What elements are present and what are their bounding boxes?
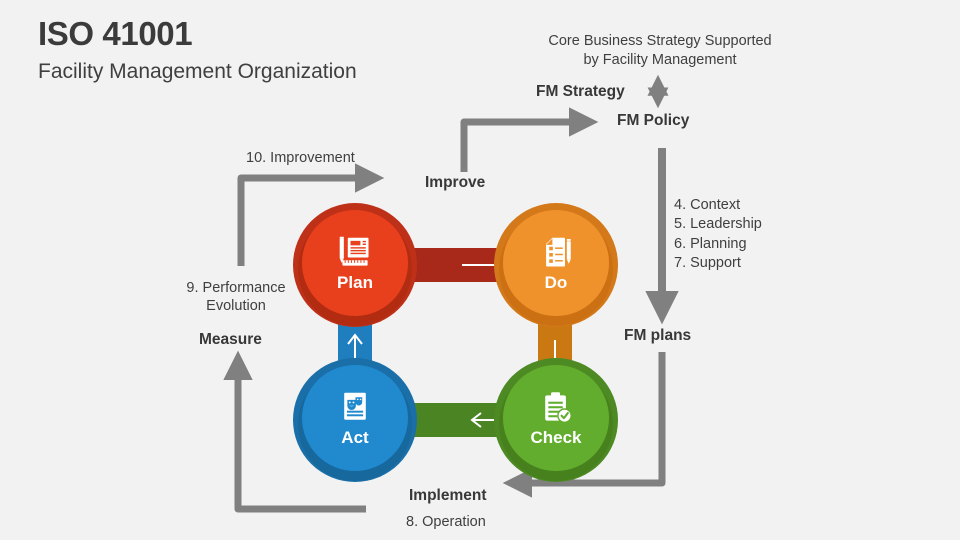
core-business-strategy-line1: Core Business Strategy Supported [548, 33, 772, 49]
do-label: Do [544, 273, 568, 292]
clause-item: 7. Support [674, 254, 741, 271]
label-fm-policy: FM Policy [617, 112, 690, 129]
clause-item: 4. Context [674, 197, 741, 213]
clipboard-check-icon [545, 392, 572, 424]
cycle-node-plan[interactable]: Plan [293, 203, 417, 327]
label-operation: 8. Operation [406, 514, 486, 530]
clause-list: 4. Context 5. Leadership 6. Planning 7. … [674, 196, 762, 273]
measure-arrow [223, 350, 366, 513]
improvement-arrow [237, 163, 385, 266]
label-fm-strategy: FM Strategy [536, 83, 625, 100]
plan-document-pencil-ruler-icon [339, 236, 369, 266]
improve-arrow [460, 107, 599, 172]
check-disc: Check [503, 365, 609, 471]
page-title: ISO 41001 [38, 15, 193, 52]
cycle-node-act[interactable]: Act [293, 358, 417, 482]
do-disc: Do [503, 210, 609, 316]
label-measure: Measure [199, 331, 262, 348]
check-label: Check [530, 428, 582, 447]
label-improvement: 10. Improvement [246, 150, 355, 166]
label-improve: Improve [425, 174, 486, 191]
clause-item: 5. Leadership [674, 216, 762, 233]
core-business-strategy-line2: by Facility Management [583, 52, 737, 68]
label-performance-line1: 9. Performance [186, 280, 286, 296]
label-performance-line2: Evolution [206, 298, 266, 314]
cycle-node-do[interactable]: Do [494, 203, 618, 327]
plan-disc: Plan [302, 210, 408, 316]
cycle-node-check[interactable]: Check [494, 358, 618, 482]
act-label: Act [341, 428, 369, 447]
label-performance-evolution: 9. Performance Evolution [166, 279, 306, 315]
implement-arrow [502, 352, 666, 498]
document-masks-icon [344, 392, 366, 420]
core-business-strategy-note: Core Business Strategy Supported by Faci… [520, 32, 800, 70]
act-disc: Act [302, 365, 408, 471]
checklist-pen-icon [546, 237, 571, 267]
page-subtitle: Facility Management Organization [38, 60, 357, 83]
plan-label: Plan [337, 273, 373, 292]
label-fm-plans: FM plans [624, 327, 692, 344]
clause-item: 6. Planning [674, 235, 747, 252]
label-implement: Implement [409, 487, 487, 504]
